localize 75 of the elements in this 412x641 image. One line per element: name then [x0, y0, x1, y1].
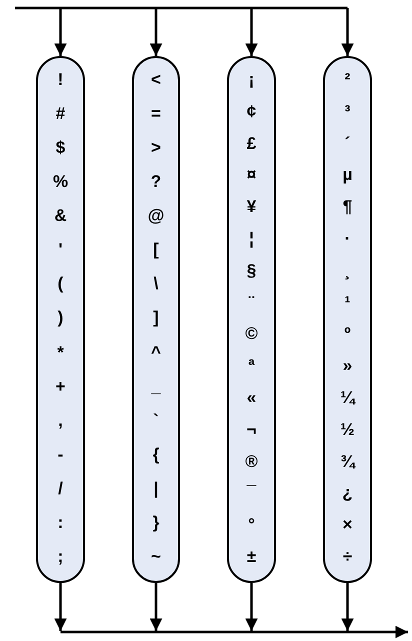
- symbol-text: §: [246, 260, 256, 281]
- symbol-text: ¬: [246, 420, 256, 440]
- symbol-text: /: [58, 478, 63, 499]
- arrow: [245, 583, 258, 631]
- symbol-text: ®: [245, 452, 258, 472]
- arrow: [150, 583, 162, 631]
- symbol-text: ~: [151, 546, 161, 567]
- symbol-text: `: [153, 410, 159, 431]
- symbol-text: &: [54, 206, 67, 226]
- symbol-text: ': [58, 240, 63, 260]
- symbol-text: ¦: [249, 228, 254, 249]
- symbol-text: *: [57, 342, 64, 362]
- symbol-text: ¿: [342, 483, 353, 504]
- symbol-text: ¼: [340, 388, 355, 408]
- symbol-text: ¨: [248, 292, 254, 313]
- symbol-text: =: [151, 104, 161, 124]
- symbol-text: ¹: [344, 292, 350, 313]
- symbol-text: ´: [344, 134, 350, 154]
- symbol-text: £: [246, 134, 256, 154]
- symbol-text: ¥: [246, 197, 256, 218]
- symbol-text: ): [58, 308, 64, 328]
- symbol-text: <: [151, 70, 161, 90]
- symbol-text: ½: [340, 420, 355, 440]
- symbol-text: !: [58, 70, 64, 90]
- symbol-text: ×: [342, 515, 352, 536]
- symbol-text: ¯: [246, 483, 256, 504]
- symbol-text: {: [152, 444, 160, 465]
- arrow: [54, 8, 67, 56]
- symbol-text: «: [246, 388, 256, 408]
- capsule-box: [36, 56, 85, 583]
- symbol-text: $: [56, 138, 66, 158]
- symbol-text: ^: [151, 342, 161, 362]
- symbol-text: #: [56, 104, 66, 124]
- symbol-text: ¸: [344, 260, 350, 281]
- symbol-text: ¢: [246, 102, 256, 122]
- symbol-text: (: [58, 274, 64, 294]
- symbol-text: ÷: [342, 546, 352, 567]
- symbol-text: >: [151, 138, 161, 158]
- symbol-text: }: [152, 512, 160, 533]
- capsule-box: [323, 56, 372, 583]
- symbol-text: º: [344, 324, 351, 344]
- symbol-text: ]: [153, 308, 159, 328]
- symbol-text: \: [154, 274, 158, 294]
- symbol-text: @: [148, 206, 164, 226]
- symbol-text: _: [151, 376, 161, 397]
- connector-line: [15, 6, 348, 10]
- symbol-text: µ: [342, 165, 352, 186]
- symbol-text: ª: [248, 356, 255, 376]
- symbol-text: ³: [344, 102, 350, 122]
- symbol-text: ;: [58, 546, 64, 567]
- symbol-text: ©: [245, 324, 258, 344]
- capsule-box: [132, 56, 180, 583]
- capsule-box: [227, 56, 276, 583]
- arrow: [54, 583, 67, 631]
- symbol-text: |: [154, 478, 158, 499]
- symbol-text: °: [248, 515, 255, 536]
- symbol-text: [: [153, 240, 159, 260]
- symbol-text: +: [56, 376, 66, 397]
- symbol-text: ?: [150, 172, 162, 192]
- symbol-text: ,: [58, 410, 63, 431]
- symbol-text: ±: [246, 546, 256, 567]
- symbol-text: ²: [344, 70, 350, 90]
- symbol-text: ¤: [246, 165, 256, 186]
- arrow: [245, 8, 258, 56]
- symbol-text: ¶: [342, 197, 352, 218]
- symbol-text: :: [58, 512, 64, 533]
- symbol-text: »: [342, 356, 352, 376]
- arrow: [341, 583, 354, 631]
- symbol-text: %: [52, 172, 68, 192]
- symbol-text: ¾: [340, 452, 355, 472]
- symbol-text: -: [58, 444, 64, 465]
- symbol-text: ·: [344, 228, 350, 249]
- arrow: [341, 8, 354, 56]
- symbol-text: ¡: [248, 70, 254, 90]
- arrow: [150, 8, 162, 56]
